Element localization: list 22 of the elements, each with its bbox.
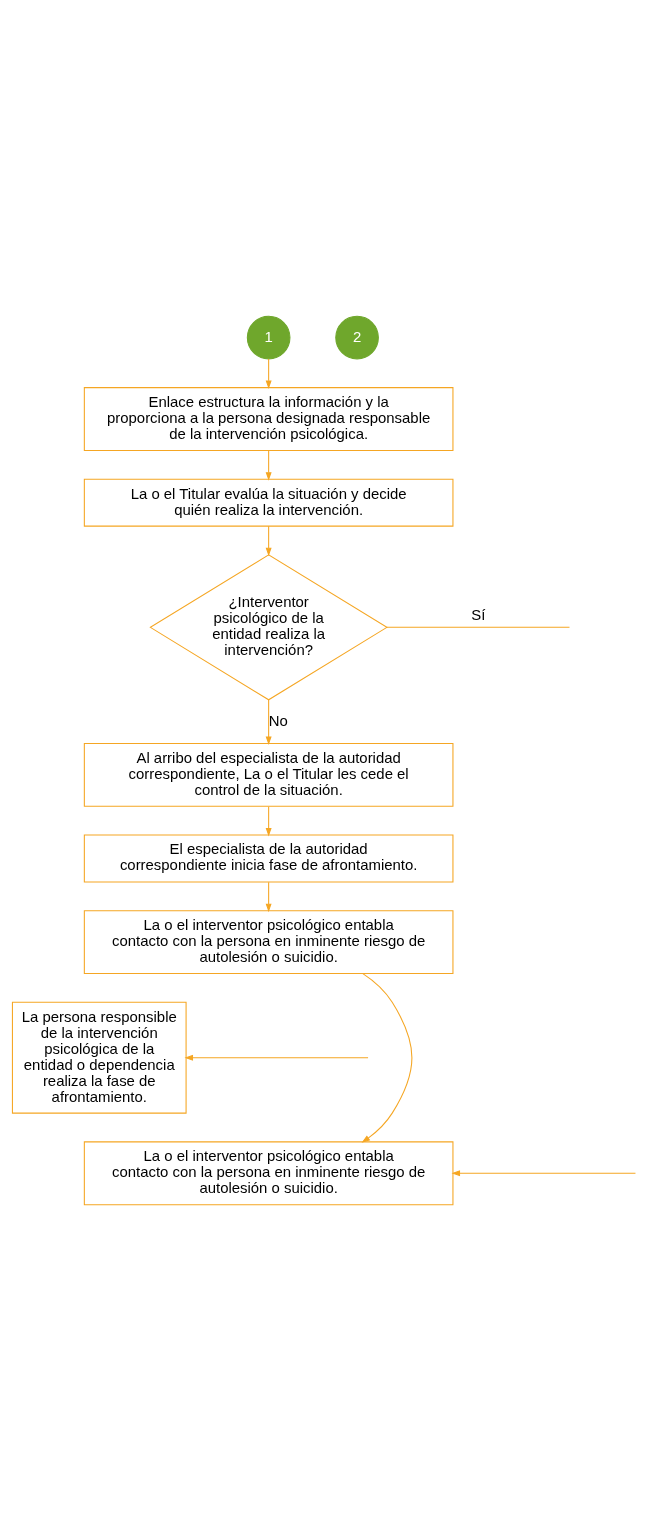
arrow — [265, 525, 272, 556]
node-box: Al arribo del especialista de la autoridad correspondiente, La o el Titular les cede el control de la situación. — [83, 742, 454, 807]
node-box: La o el interventor psicológico entabla contacto con la persona en inminente riesgo de autolesión o suicidio. — [83, 1140, 454, 1205]
arrow — [265, 449, 272, 481]
arrow — [265, 881, 272, 912]
edge-label: No — [268, 712, 288, 729]
node-box: La persona responsible de la intervención psicológica de la entidad o dependencia realiza la fase de afrontamiento. — [11, 1001, 187, 1114]
connector — [386, 626, 571, 628]
node-box: La o el Titular evalúa la situación y decide quién realiza la intervención. — [83, 478, 454, 527]
arrow — [265, 358, 272, 389]
arrow — [361, 972, 413, 1143]
node-circle: 2 — [335, 315, 379, 359]
node-box: Enlace estructura la información y la proporciona a la persona designada responsable de la intervención psicológica. — [83, 386, 454, 451]
arrow — [265, 698, 272, 745]
node-circle: 1 — [246, 315, 291, 359]
node-diamond: ¿Interventor psicológico de la entidad realiza la intervención? — [149, 553, 388, 700]
node-box: El especialista de la autoridad correspondiente inicia fase de afrontamiento. — [83, 834, 454, 882]
arrow — [184, 1054, 369, 1061]
arrow — [451, 1169, 636, 1176]
arrow — [265, 805, 272, 837]
edge-label: Sí — [471, 606, 486, 623]
node-box: La o el interventor psicológico entabla contacto con la persona en inminente riesgo de autolesión o suicidio. — [83, 909, 454, 974]
